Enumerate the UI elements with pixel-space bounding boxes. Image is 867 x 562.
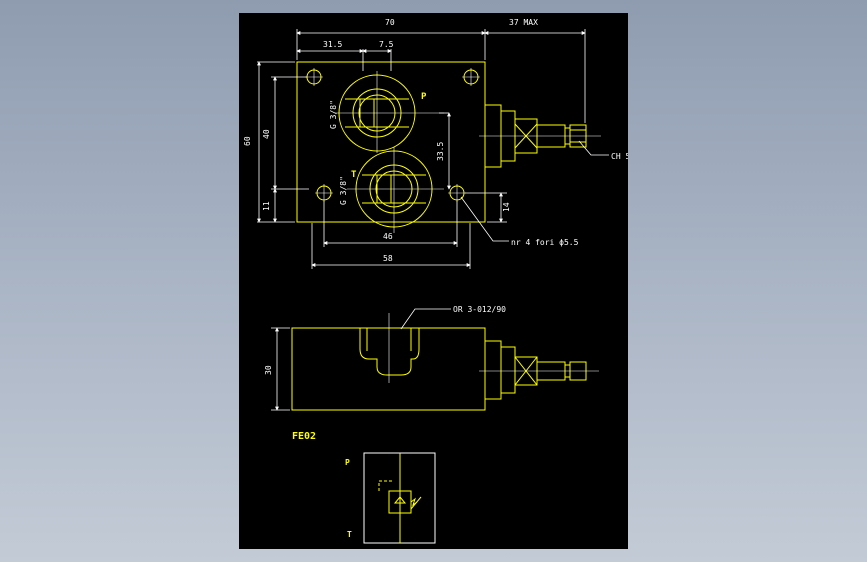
dim-width-58: 58 [383, 254, 393, 263]
side-dimensions [271, 308, 599, 411]
side-block [291, 327, 486, 411]
hydraulic-symbol [363, 452, 436, 544]
dim-fitting-length: 37 MAX [509, 18, 538, 27]
symbol-label-p: P [345, 458, 350, 467]
dim-height-40: 40 [262, 129, 271, 139]
symbol-label-t: T [347, 530, 352, 539]
dim-overall-width: 70 [385, 18, 395, 27]
dim-height-11: 11 [262, 201, 271, 211]
dim-height-total: 60 [243, 136, 252, 146]
callout-hex: CH 5 [611, 152, 628, 161]
dim-port-spacing: 33.5 [436, 142, 445, 161]
drawing-sheet: 70 37 MAX 31.5 7.5 60 40 11 33.5 14 46 5… [239, 13, 630, 549]
dim-port-offset-small: 7.5 [379, 40, 394, 49]
front-view [296, 61, 601, 233]
port-label-t: T [351, 170, 357, 180]
thread-label-t: G 3/8" [339, 176, 348, 205]
callout-oring: OR 3-012/90 [453, 305, 506, 314]
callout-holes: nr 4 fori ϕ5.5 [511, 238, 579, 247]
dim-height-30: 30 [264, 365, 273, 375]
port-label-p: P [421, 92, 427, 102]
model-code: FE02 [292, 431, 316, 442]
dim-hole-spacing: 46 [383, 232, 393, 241]
front-dimensions [257, 29, 609, 269]
dim-port-offset-x: 31.5 [323, 40, 342, 49]
side-view [291, 327, 587, 411]
drawing-canvas: 70 37 MAX 31.5 7.5 60 40 11 33.5 14 46 5… [243, 18, 630, 544]
mounting-holes [306, 69, 479, 201]
dim-bottom-14: 14 [502, 202, 511, 212]
front-labels: 70 37 MAX 31.5 7.5 60 40 11 33.5 14 46 5… [243, 18, 630, 263]
thread-label-p: G 3/8" [329, 100, 338, 129]
